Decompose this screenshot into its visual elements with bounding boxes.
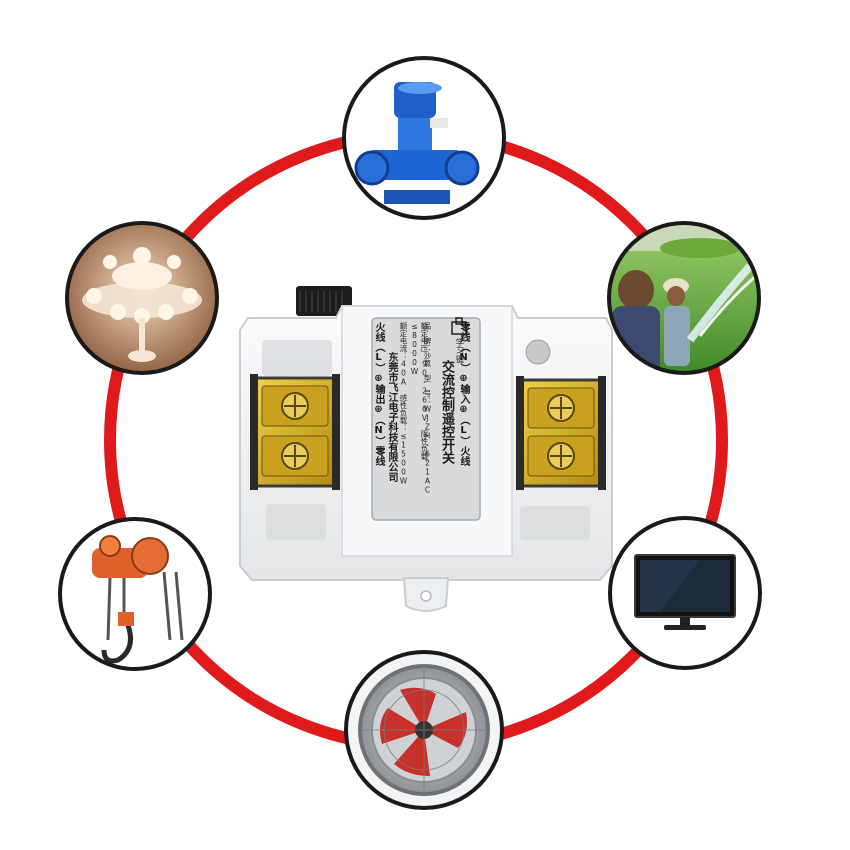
right-terminal-block [516,376,606,490]
television-photo [608,516,762,670]
exhaust-fan-photo [344,650,504,810]
learn-key-icon [451,321,467,335]
irrigation-farmers-photo [607,221,761,375]
water-pump-photo [342,56,506,220]
chandelier-photo [65,221,219,375]
left-terminal-block [250,374,340,490]
chain-hoist-photo [58,517,212,671]
remote-control-switch [239,286,613,612]
product-label-plate [371,317,481,521]
